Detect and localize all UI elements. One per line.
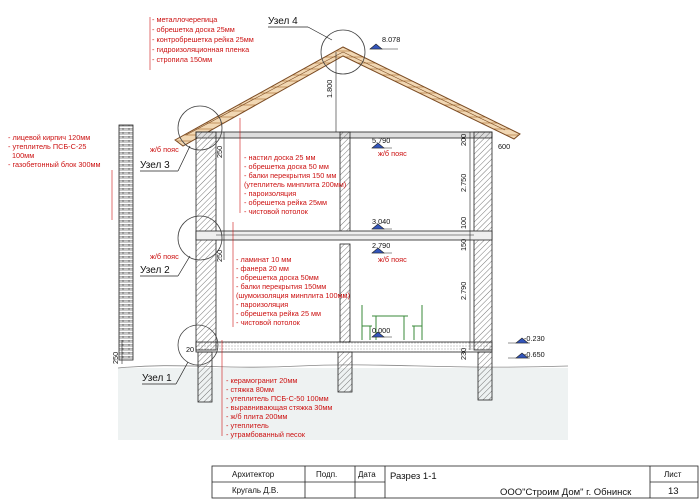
elevation-markers	[369, 43, 530, 359]
roof-ridge-line-right	[342, 51, 506, 131]
dim-lower-belt: 150	[459, 239, 468, 251]
elev-attic: 5.790	[372, 136, 390, 145]
dim-base-offset: 20	[186, 345, 194, 354]
roof-ridge-line	[185, 51, 344, 136]
belt-left-lower: ж/б пояс	[150, 252, 179, 261]
ground-note-6: - утеплитель	[226, 421, 269, 430]
belt-left-upper: ж/б пояс	[150, 145, 179, 154]
ground-note-5: - ж/б плита 200мм	[226, 412, 287, 421]
roof-note-4: - гидроизоляционная пленка	[152, 45, 250, 54]
elev-second-floor: 3.040	[372, 217, 390, 226]
pile-mid	[337, 351, 353, 393]
elev-grade: -0.230	[524, 334, 545, 343]
wall-note-3: 100мм	[12, 151, 34, 160]
interfloor-note-6: - пароизоляция	[236, 300, 288, 309]
elev-ridge: 8.078	[382, 35, 400, 44]
title-architect-name: Кругаль Д.В.	[232, 486, 278, 495]
belt-right-upper: ж/б пояс	[378, 149, 407, 158]
pile-left	[197, 351, 213, 403]
ground-note-7: - утрамбованный песок	[226, 430, 306, 439]
wall-note-2: - утеплитель ПСБ-С-25	[8, 142, 86, 151]
ground-note-2: - стяжка 80мм	[226, 385, 274, 394]
attic-note-5: - пароизоляция	[244, 189, 296, 198]
title-signature-label: Подп.	[316, 470, 337, 479]
elev-second-floor-belt: 2.790	[372, 241, 390, 250]
dim-attic-slab: 200	[459, 134, 468, 146]
roof-note-5: - стропила 150мм	[152, 55, 212, 64]
dim-top-belt: 250	[215, 146, 224, 158]
node2-label: Узел 2	[140, 265, 170, 276]
dining-set	[361, 305, 423, 340]
elev-footing: -0.650	[524, 350, 545, 359]
dim-mid-belt: 250	[215, 250, 224, 262]
node1-circle	[177, 324, 219, 366]
attic-note-4: (утеплитель минплита 200мм)	[244, 180, 346, 189]
node2-leader-diag	[177, 255, 191, 277]
interfloor-note-4: - балки перекрытия 150мм	[236, 282, 326, 291]
dim-plinth: 250	[111, 352, 120, 364]
dim-ground-slab: 230	[459, 348, 468, 360]
elev-ground-floor: 0.000	[372, 326, 390, 335]
dim-ridge-height: 1.800	[325, 80, 334, 98]
title-section-name: Разрез 1-1	[390, 471, 437, 482]
ground-note-1: - керамогранит 20мм	[226, 376, 297, 385]
node1-label: Узел 1	[142, 373, 172, 384]
belt-right-lower: ж/б пояс	[378, 255, 407, 264]
left-wall	[195, 131, 217, 351]
interfloor-slab	[195, 230, 493, 241]
right-wall	[473, 131, 493, 351]
node4-leader-diag	[307, 26, 333, 41]
attic-note-3: - балки перекрытия 150 мм	[244, 171, 336, 180]
roof-note-1: - металлочерепица	[152, 15, 218, 24]
title-block	[211, 465, 699, 499]
title-company: ООО"Строим Дом" г. Обнинск	[500, 487, 632, 498]
title-architect-label: Архитектор	[232, 470, 275, 479]
attic-note-6: - обрешетка рейка 25мм	[244, 198, 327, 207]
dim-interfloor-slab: 100	[459, 217, 468, 229]
title-sheet-number: 13	[668, 486, 679, 497]
attic-note-1: - настил доска 25 мм	[244, 153, 315, 162]
wall-note-1: - лицевой кирпич 120мм	[8, 133, 90, 142]
dim-second-floor-height: 2.750	[459, 174, 468, 192]
brick-strip	[118, 124, 134, 361]
node2-circle	[177, 215, 223, 261]
attic-note-2: - обрешетка доска 50 мм	[244, 162, 329, 171]
roof-note-3: - контробрешетка рейка 25мм	[152, 35, 254, 44]
node4-circle	[320, 29, 366, 75]
interfloor-note-8: - чистовой потолок	[236, 318, 301, 327]
interfloor-note-3: - обрешетка доска 50мм	[236, 273, 319, 282]
wall-note-4: - газобетонный блок 300мм	[8, 160, 101, 169]
node3-leader-diag	[177, 145, 191, 172]
interfloor-note-5: (шумоизоляция минплита 100мм)	[236, 291, 350, 300]
roof-note-2: - обрешетка доска 25мм	[152, 25, 235, 34]
roof	[174, 46, 521, 147]
title-date-label: Дата	[358, 470, 376, 479]
ground-note-4: - выравнивающая стяжка 30мм	[226, 403, 332, 412]
dim-first-floor-height: 2.790	[459, 282, 468, 300]
node1-leader-diag	[175, 361, 189, 385]
ground-note-3: - утеплитель ПСБ-С-50 100мм	[226, 394, 329, 403]
interfloor-note-1: - ламинат 10 мм	[236, 255, 291, 264]
node3-circle	[177, 105, 223, 151]
ground-slab	[195, 341, 493, 353]
node4-label: Узел 4	[268, 16, 298, 27]
attic-note-7: - чистовой потолок	[244, 207, 309, 216]
pile-right	[477, 351, 493, 401]
interfloor-note-7: - обрешетка рейка 25 мм	[236, 309, 321, 318]
interfloor-note-2: - фанера 20 мм	[236, 264, 289, 273]
dim-overhang: 600	[498, 142, 510, 151]
node3-label: Узел 3	[140, 160, 170, 171]
title-sheet-label: Лист	[664, 470, 682, 479]
